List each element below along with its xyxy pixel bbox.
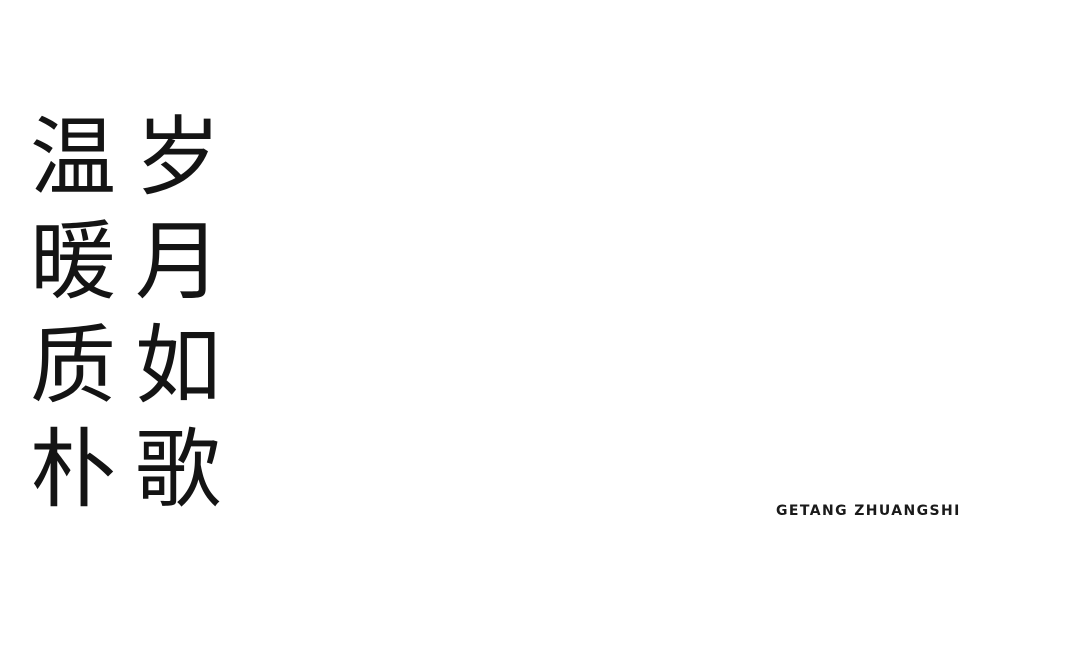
poem-char: 朴	[30, 420, 116, 520]
poem-char: 如	[135, 316, 221, 416]
poem-column-1: 温 暖 质 朴	[28, 106, 118, 522]
poem-char: 质	[30, 316, 116, 416]
poem-char: 温	[30, 108, 116, 208]
poem-char: 岁	[135, 108, 221, 208]
poem-char: 暖	[30, 212, 116, 312]
poem-column-2: 岁 月 如 歌	[133, 106, 223, 522]
brand-name: GETANG ZHUANGSHI	[776, 503, 961, 519]
poem-char: 月	[135, 212, 221, 312]
poem-char: 歌	[135, 420, 221, 520]
